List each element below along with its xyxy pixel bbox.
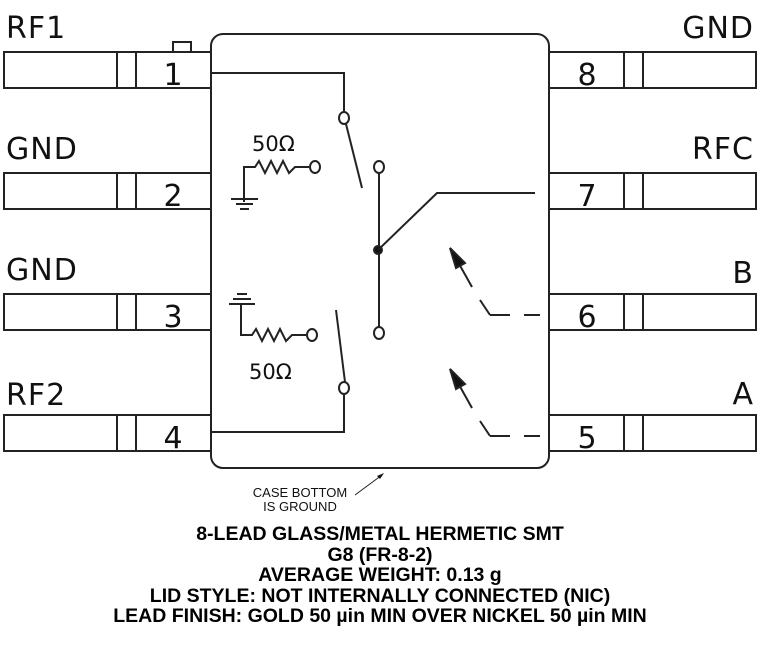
lead-pin-1	[3, 51, 212, 89]
pin-label-pin3: GND	[6, 253, 78, 288]
pin-number-8: 8	[577, 58, 596, 93]
lead-pin-5	[548, 414, 757, 452]
package-code: G8 (FR-8-2)	[327, 543, 433, 566]
lead-pin-7	[548, 172, 757, 210]
pin-label-rf2: RF2	[6, 378, 66, 413]
ground-icon	[229, 293, 255, 305]
case-note-line1: CASE BOTTOM	[253, 485, 347, 500]
rf2-switch	[211, 309, 350, 433]
pin-label-a: A	[732, 377, 754, 412]
lead-finish: LEAD FINISH: GOLD 50 µin MIN OVER NICKEL…	[113, 605, 647, 627]
case-note-leader	[354, 474, 383, 496]
pin-number-6: 6	[577, 300, 596, 335]
bottom-termination-resistor	[229, 293, 318, 344]
lid-style: LID STYLE: NOT INTERNALLY CONNECTED (NIC…	[149, 584, 611, 607]
pin-label-pin8: GND	[682, 11, 754, 46]
pin-label-pin2: GND	[6, 132, 78, 167]
lead-pin-6	[548, 293, 757, 331]
pin-number-7: 7	[577, 179, 596, 214]
ground-icon	[231, 198, 258, 210]
top-termination-resistor	[231, 158, 321, 210]
rf1-switch	[211, 72, 363, 189]
pin-label-rfc: RFC	[692, 132, 754, 167]
case-note-line2: IS GROUND	[263, 499, 337, 514]
common-arm	[373, 160, 535, 340]
average-weight: AVERAGE WEIGHT: 0.13 g	[258, 564, 502, 586]
pin-number-3: 3	[163, 300, 182, 335]
right-leads	[548, 51, 757, 452]
pin-number-5: 5	[577, 421, 596, 456]
lead-pin-8	[548, 51, 757, 89]
lead-pin-2	[3, 172, 212, 210]
package-type: 8-LEAD GLASS/METAL HERMETIC SMT	[196, 523, 564, 545]
pin1-indicator	[165, 41, 211, 53]
package-spec-notes: 8-LEAD GLASS/METAL HERMETIC SMT G8 (FR-8…	[0, 524, 760, 627]
control-line-b	[449, 247, 540, 316]
package-body	[210, 33, 550, 469]
pin-label-rf1: RF1	[6, 11, 66, 46]
control-line-a	[449, 368, 540, 437]
lead-pin-3	[3, 293, 212, 331]
pin-number-1: 1	[163, 58, 182, 93]
resistor-value-bottom: 50Ω	[249, 360, 292, 384]
pin-number-2: 2	[163, 179, 182, 214]
pin-number-4: 4	[163, 421, 182, 456]
resistor-value-top: 50Ω	[252, 132, 295, 156]
pin-label-b: B	[732, 256, 754, 291]
